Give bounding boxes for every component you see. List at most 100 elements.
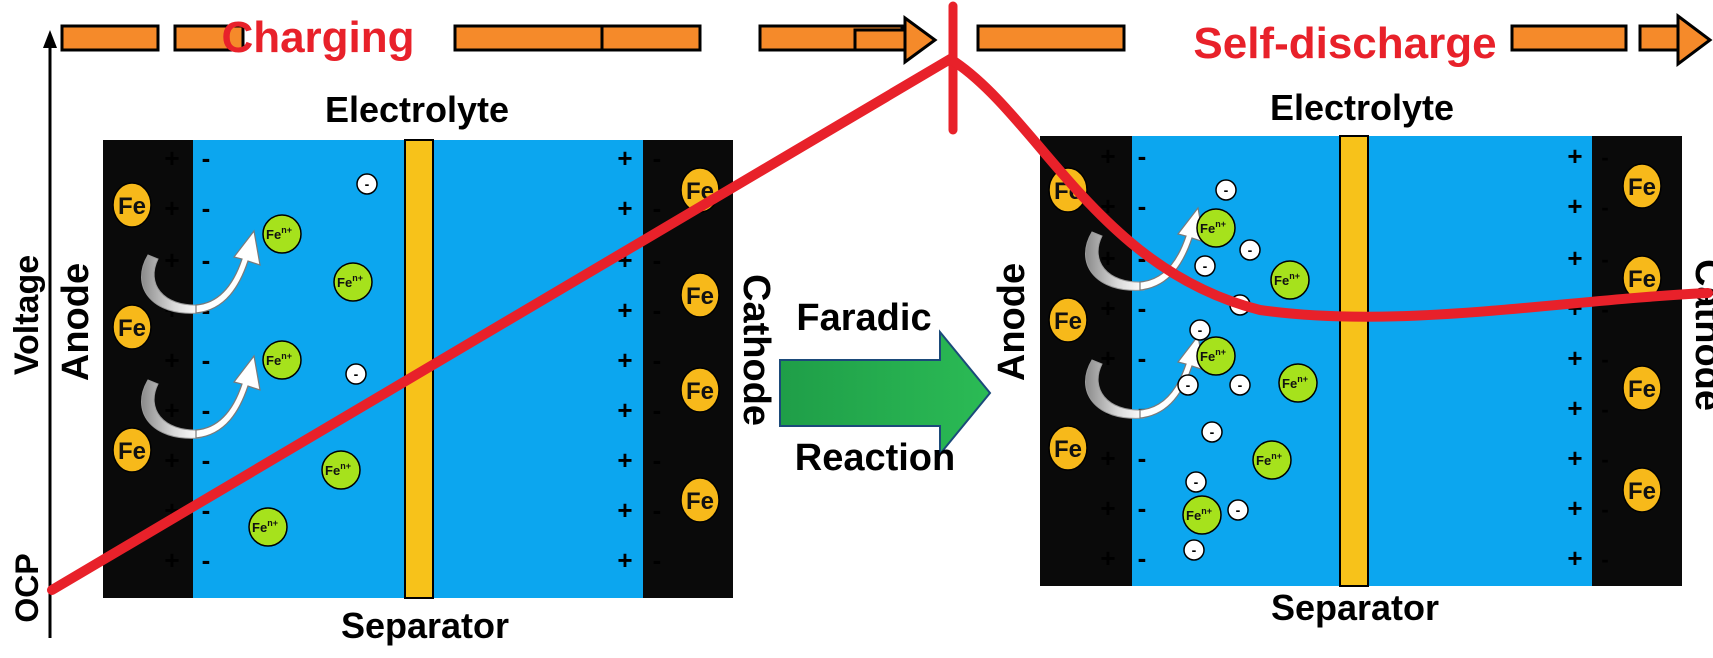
reaction-label: Reaction xyxy=(795,437,955,479)
charging-label: Charging xyxy=(221,13,414,62)
negative-charge: - xyxy=(1601,195,1608,220)
fe-atom xyxy=(1048,297,1088,343)
negative-charge: - xyxy=(1601,347,1608,372)
positive-charge: + xyxy=(617,295,632,325)
fe-atom-label: Fe xyxy=(1628,266,1656,293)
positive-charge: + xyxy=(164,245,179,275)
timeline-dash xyxy=(173,24,245,52)
fe-ion xyxy=(1252,440,1292,480)
negative-charge: - xyxy=(1138,443,1147,473)
negative-charge: - xyxy=(1601,145,1608,170)
negative-charge: - xyxy=(202,245,211,275)
anion xyxy=(1177,374,1199,396)
ocp-label: OCP xyxy=(9,553,45,622)
negative-charge: - xyxy=(1601,247,1608,272)
negative-charge: - xyxy=(1601,497,1608,522)
positive-charge: + xyxy=(1100,493,1115,523)
anion-sign: - xyxy=(1224,182,1229,198)
fe-atom xyxy=(1622,163,1662,209)
self-discharge-label: Self-discharge xyxy=(1193,19,1496,68)
separator-label: Separator xyxy=(341,605,509,646)
positive-charge: + xyxy=(1567,243,1582,273)
fe-atom xyxy=(112,304,152,350)
anion xyxy=(345,363,367,385)
positive-charge: + xyxy=(1100,293,1115,323)
fe-ion xyxy=(1196,336,1236,376)
voltage-curve xyxy=(47,1,1713,595)
fe-ion xyxy=(1196,208,1236,248)
fe-atom xyxy=(680,367,720,413)
positive-charge: + xyxy=(164,545,179,575)
dissolution-arrowhead xyxy=(195,229,261,314)
positive-charge: + xyxy=(1567,141,1582,171)
fe-ion xyxy=(262,340,302,380)
fe-atom-label: Fe xyxy=(118,315,146,342)
negative-charge: - xyxy=(653,545,662,575)
negative-charge: - xyxy=(202,143,211,173)
fe-atom xyxy=(112,182,152,228)
fe-atom-label: Fe xyxy=(686,283,714,310)
positive-charge: + xyxy=(1567,191,1582,221)
fe-ion xyxy=(248,507,288,547)
negative-charge: - xyxy=(1138,293,1147,323)
negative-charge: - xyxy=(653,395,662,425)
negative-charge: - xyxy=(202,545,211,575)
positive-charge: + xyxy=(1567,543,1582,573)
fe-atom-label: Fe xyxy=(686,488,714,515)
fe-ion xyxy=(321,450,361,490)
timeline-dash xyxy=(976,24,1126,52)
anion-sign: - xyxy=(1186,377,1191,393)
negative-charge: - xyxy=(1138,543,1147,573)
electrolyte-label: Electrolyte xyxy=(1270,87,1454,128)
positive-charge: + xyxy=(164,445,179,475)
positive-charge: + xyxy=(164,193,179,223)
fe-ion xyxy=(333,262,373,302)
fe-ion xyxy=(1278,363,1318,403)
self-discharge-curve xyxy=(950,57,1713,322)
positive-charge: + xyxy=(617,495,632,525)
timeline-bar xyxy=(60,13,1713,67)
negative-charge: - xyxy=(202,193,211,223)
fe-atom-label: Fe xyxy=(1628,174,1656,201)
fe-ion xyxy=(1182,495,1222,535)
anion xyxy=(1215,179,1237,201)
positive-charge: + xyxy=(1100,243,1115,273)
anion-sign: - xyxy=(1203,258,1208,274)
fe-atom xyxy=(680,477,720,523)
fe-atom xyxy=(112,427,152,473)
positive-charge: + xyxy=(617,193,632,223)
negative-charge: - xyxy=(653,143,662,173)
fe-atom-label: Fe xyxy=(1054,308,1082,335)
dissolution-arrowhead xyxy=(1139,206,1205,291)
anion-sign: - xyxy=(365,176,370,192)
anion-sign: - xyxy=(1210,424,1215,440)
cathode-label: Cathode xyxy=(1687,259,1713,411)
negative-charge: - xyxy=(1601,297,1608,322)
positive-charge: + xyxy=(1100,141,1115,171)
separator-label: Separator xyxy=(1271,587,1439,628)
anion xyxy=(1201,421,1223,443)
anion xyxy=(1227,499,1249,521)
positive-charge: + xyxy=(617,545,632,575)
negative-charge: - xyxy=(653,295,662,325)
cathode-label: Cathode xyxy=(735,274,777,426)
negative-charge: - xyxy=(653,495,662,525)
negative-charge: - xyxy=(202,445,211,475)
fe-atom xyxy=(1048,167,1088,213)
timeline-dash xyxy=(60,24,160,52)
positive-charge: + xyxy=(164,143,179,173)
negative-charge: - xyxy=(653,193,662,223)
positive-charge: + xyxy=(1567,443,1582,473)
fe-atom-label: Fe xyxy=(1628,478,1656,505)
anion-sign: - xyxy=(1248,242,1253,258)
negative-charge: - xyxy=(1601,397,1608,422)
negative-charge: - xyxy=(1601,447,1608,472)
anion xyxy=(1194,255,1216,277)
negative-charge: - xyxy=(1138,493,1147,523)
anion xyxy=(1183,539,1205,561)
charging-curve xyxy=(47,53,957,595)
anion-sign: - xyxy=(1194,474,1199,490)
timeline-dash xyxy=(600,24,702,52)
fe-atom-label: Fe xyxy=(118,193,146,220)
